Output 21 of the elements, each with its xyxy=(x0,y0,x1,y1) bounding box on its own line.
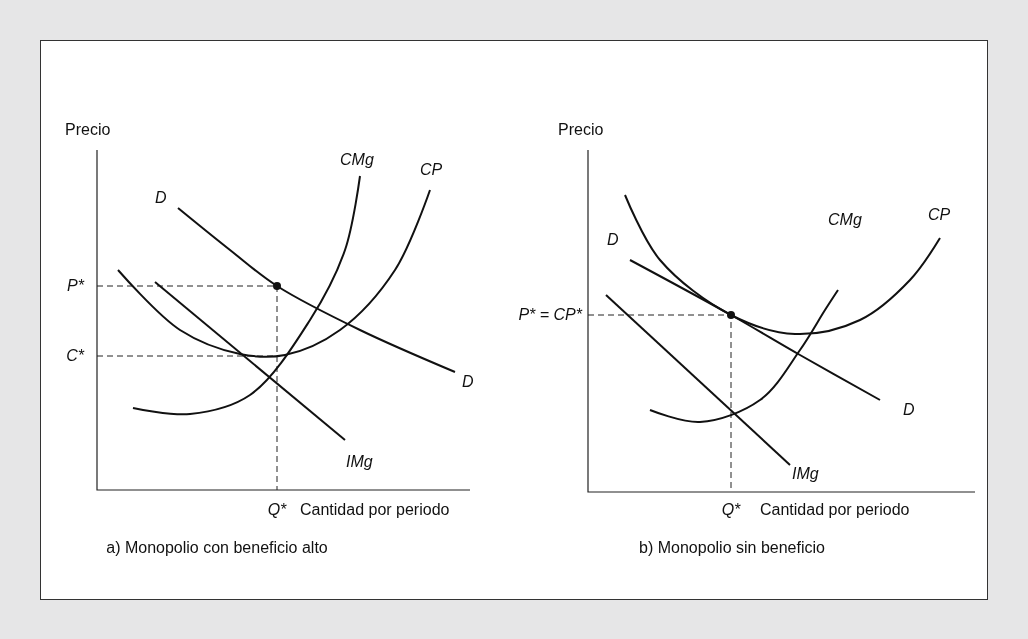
curve-label: IMg xyxy=(792,466,819,482)
curve-label: D xyxy=(903,402,915,418)
axis-value-label: P* xyxy=(67,278,84,294)
axis-label: Precio xyxy=(558,122,604,138)
axis-value-label: C* xyxy=(66,348,84,364)
curve-label: CMg xyxy=(340,152,374,168)
curve-label: CP xyxy=(928,207,951,223)
axis-value-label: Q* xyxy=(267,502,287,518)
curve-label: D xyxy=(155,190,167,206)
curve-label: CMg xyxy=(828,212,862,228)
caption: b) Monopolio sin beneficio xyxy=(639,540,825,556)
axis-value-label: P* = CP* xyxy=(518,307,582,323)
curve-label: CP xyxy=(420,162,443,178)
caption: a) Monopolio con beneficio alto xyxy=(106,540,328,556)
curve-label: IMg xyxy=(346,454,373,470)
axis-label: Precio xyxy=(65,122,111,138)
axis-label: Cantidad por periodo xyxy=(300,502,450,518)
axis-label: Cantidad por periodo xyxy=(760,502,910,518)
curve-label: D xyxy=(607,232,619,248)
axis-value-label: Q* xyxy=(721,502,741,518)
curve-label: D xyxy=(462,374,474,390)
